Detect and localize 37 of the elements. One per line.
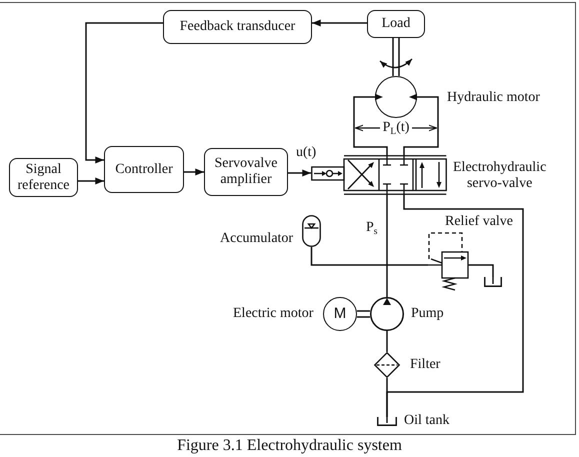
hydraulic-line <box>353 94 388 155</box>
figure-caption: Figure 3.1 Electrohydraulic system <box>177 437 402 454</box>
hydraulic-line <box>310 247 428 266</box>
shaft-line <box>356 310 371 318</box>
hydraulic-line <box>469 264 494 277</box>
component-label: Oil tank <box>404 413 450 429</box>
hydraulic-line <box>386 195 388 297</box>
shaft-line <box>392 37 400 77</box>
signal-arrow <box>288 170 311 176</box>
block-label: Signal reference <box>16 162 71 194</box>
hydraulic-line <box>386 378 388 417</box>
component-label: Electric motor <box>233 306 314 322</box>
pressure-label: P$_{s}$ <box>366 220 378 236</box>
component-label: Electrohydraulic servo-valve <box>453 160 546 192</box>
block-label: Feedback transducer <box>180 19 296 35</box>
process-block <box>163 10 312 44</box>
block-label: Controller <box>115 162 173 178</box>
hydraulic-line <box>403 94 439 155</box>
component-label: Relief valve <box>445 214 514 230</box>
pressure-label: P$_{L}$(t) <box>382 120 410 136</box>
process-block <box>367 10 425 38</box>
component-label: Filter <box>410 357 440 373</box>
process-block <box>204 148 288 196</box>
signal-arrow <box>184 168 204 176</box>
hydraulic-line <box>386 331 388 352</box>
process-block <box>104 146 184 193</box>
block-label: Servovalve amplifier <box>214 156 278 188</box>
signal-arrow <box>78 178 104 184</box>
signal-arrow <box>312 20 367 26</box>
motor-letter: M <box>334 306 346 322</box>
component-label: Pump <box>411 306 444 322</box>
signal-arrow <box>85 22 163 164</box>
block-label: Load <box>382 16 410 32</box>
component-label: Hydraulic motor <box>447 90 540 106</box>
component-label: Accumulator <box>220 231 294 247</box>
signal-label: u(t) <box>296 145 316 161</box>
process-block <box>9 158 78 197</box>
